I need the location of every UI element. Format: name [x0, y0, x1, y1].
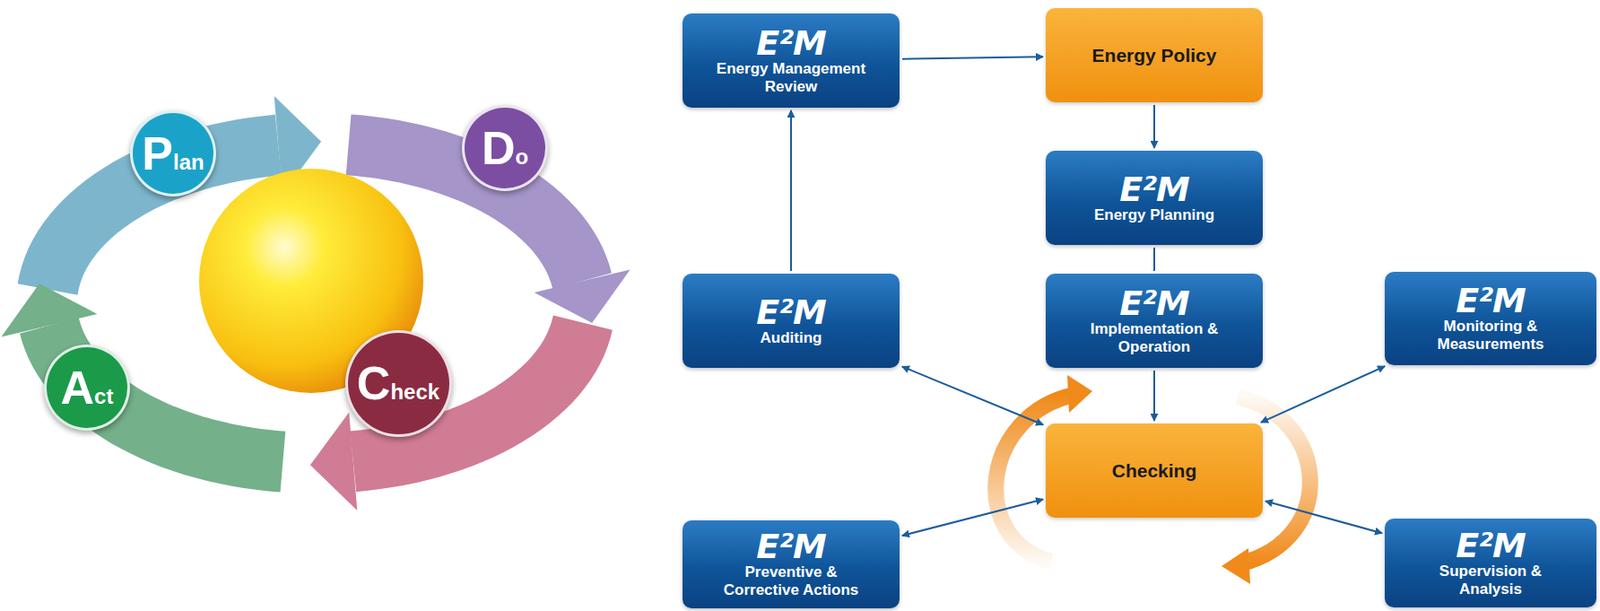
box-label: Auditing: [760, 329, 823, 348]
cycle-label: Plan: [141, 130, 204, 177]
connector: [1265, 501, 1383, 534]
logo-text: E²M: [1119, 172, 1189, 207]
check-circle: Check: [345, 330, 453, 437]
logo-text: E²M: [1119, 286, 1189, 321]
logo-text: E²M: [756, 529, 826, 564]
connector: [1260, 365, 1385, 423]
logo-text: E²M: [756, 295, 826, 330]
box-label: Preventive & Corrective Actions: [708, 563, 875, 599]
connector: [1153, 247, 1156, 271]
logo-text: E²M: [1455, 283, 1525, 318]
connector: [790, 110, 792, 271]
box-label: Energy Policy: [1092, 43, 1218, 67]
connector: [902, 366, 1044, 426]
process-box: E²MSupervision & Analysis: [1384, 518, 1597, 608]
do-circle: Do: [461, 104, 548, 192]
box-label: Energy Management Review: [708, 60, 875, 96]
cycle-label: Act: [60, 364, 114, 411]
cycle-arrowhead: [534, 269, 631, 323]
connector: [1153, 104, 1156, 148]
process-box: E²MPreventive & Corrective Actions: [682, 520, 900, 609]
stage-box: Checking: [1045, 423, 1263, 518]
cycle-arrowhead: [1221, 547, 1251, 584]
cycle-arrowhead: [1067, 374, 1093, 413]
connector: [902, 499, 1044, 537]
process-box: E²MMonitoring & Measurements: [1384, 271, 1597, 366]
process-box: E²MEnergy Planning: [1045, 150, 1263, 245]
box-label: Checking: [1112, 459, 1198, 482]
box-label: Energy Planning: [1094, 206, 1215, 225]
process-box: E²MImplementation & Operation: [1045, 273, 1263, 368]
cycle-arrowhead: [310, 412, 357, 512]
box-label: Implementation & Operation: [1071, 320, 1238, 356]
stage-box: Energy Policy: [1045, 8, 1263, 103]
act-circle: Act: [43, 344, 131, 431]
box-label: Monitoring & Measurements: [1408, 317, 1574, 353]
connector: [902, 56, 1044, 59]
box-label: Supervision & Analysis: [1408, 562, 1574, 598]
plan-circle: Plan: [130, 110, 217, 197]
process-box: E²MEnergy Management Review: [682, 13, 900, 108]
logo-text: E²M: [756, 26, 826, 61]
connector: [1153, 370, 1156, 421]
cycle-arrowhead: [0, 283, 97, 337]
pdca-ring: [0, 95, 630, 511]
process-box: E²MAuditing: [682, 273, 900, 368]
cycle-label: Do: [481, 124, 529, 172]
logo-text: E²M: [1455, 528, 1525, 563]
cycle-label: Check: [356, 359, 440, 407]
